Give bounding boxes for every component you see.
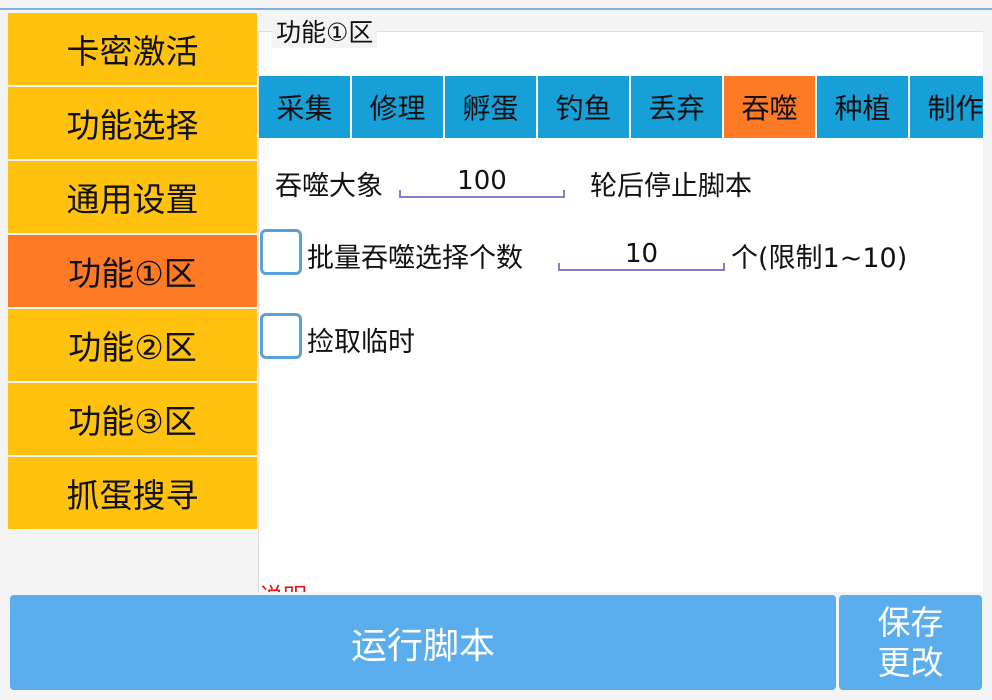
sidebar-item-function-zone-1[interactable]: 功能①区 xyxy=(8,235,257,307)
sidebar-item-label: 功能②区 xyxy=(68,328,197,367)
panel-title: 功能①区 xyxy=(272,18,378,48)
run-script-button[interactable]: 运行脚本 xyxy=(10,595,836,690)
sidebar-item-label: 通用设置 xyxy=(66,180,199,219)
save-label-line2: 更改 xyxy=(877,642,944,682)
sidebar-item-label: 卡密激活 xyxy=(66,32,199,71)
tab-label: 孵蛋 xyxy=(462,92,519,125)
tab-gather[interactable]: 采集 xyxy=(259,76,350,138)
function-tabs: 采集 修理 孵蛋 钓鱼 丢弃 吞噬 种植 制作 xyxy=(259,76,983,138)
tab-label: 采集 xyxy=(276,92,333,125)
sidebar-item-general-settings[interactable]: 通用设置 xyxy=(8,161,257,233)
sidebar-item-label: 功能选择 xyxy=(66,106,199,145)
pickup-temp-checkbox[interactable] xyxy=(260,313,302,359)
sidebar-item-egg-search[interactable]: 抓蛋搜寻 xyxy=(8,457,257,529)
batch-devour-checkbox[interactable] xyxy=(260,229,302,275)
batch-count-suffix: 个(限制1~10) xyxy=(731,243,908,274)
sidebar-item-label: 功能①区 xyxy=(68,254,197,293)
batch-count-input[interactable]: 10 xyxy=(558,239,725,271)
sidebar-item-function-select[interactable]: 功能选择 xyxy=(8,87,257,159)
run-script-label: 运行脚本 xyxy=(350,625,495,667)
tab-fishing[interactable]: 钓鱼 xyxy=(538,76,629,138)
sidebar-item-function-zone-3[interactable]: 功能③区 xyxy=(8,383,257,455)
tab-label: 吞噬 xyxy=(741,92,798,125)
tab-craft[interactable]: 制作 xyxy=(910,76,983,138)
save-label-line1: 保存 xyxy=(877,602,944,642)
pickup-temp-label: 捡取临时 xyxy=(307,327,415,358)
save-changes-button[interactable]: 保存 更改 xyxy=(839,595,982,690)
devour-suffix-label: 轮后停止脚本 xyxy=(590,171,752,202)
sidebar-item-label: 抓蛋搜寻 xyxy=(66,476,199,515)
tab-label: 种植 xyxy=(834,92,891,125)
top-divider xyxy=(0,8,992,10)
tab-devour[interactable]: 吞噬 xyxy=(724,76,815,138)
sidebar-item-function-zone-2[interactable]: 功能②区 xyxy=(8,309,257,381)
sidebar: 卡密激活 功能选择 通用设置 功能①区 功能②区 功能③区 抓蛋搜寻 xyxy=(8,13,257,531)
sidebar-item-card-activation[interactable]: 卡密激活 xyxy=(8,13,257,85)
tab-repair[interactable]: 修理 xyxy=(352,76,443,138)
tab-label: 钓鱼 xyxy=(555,92,612,125)
note-label: 说明: xyxy=(259,577,315,592)
tab-label: 丢弃 xyxy=(648,92,705,125)
function-panel: 采集 修理 孵蛋 钓鱼 丢弃 吞噬 种植 制作 吞噬大象 100 轮后停止脚本 … xyxy=(258,31,983,592)
tab-discard[interactable]: 丢弃 xyxy=(631,76,722,138)
tab-plant[interactable]: 种植 xyxy=(817,76,908,138)
tab-label: 制作 xyxy=(927,92,983,125)
tab-hatch[interactable]: 孵蛋 xyxy=(445,76,536,138)
batch-devour-label: 批量吞噬选择个数 xyxy=(307,243,523,274)
sidebar-item-label: 功能③区 xyxy=(68,402,197,441)
devour-prefix-label: 吞噬大象 xyxy=(275,171,383,202)
devour-rounds-input[interactable]: 100 xyxy=(399,166,565,198)
tab-label: 修理 xyxy=(369,92,426,125)
